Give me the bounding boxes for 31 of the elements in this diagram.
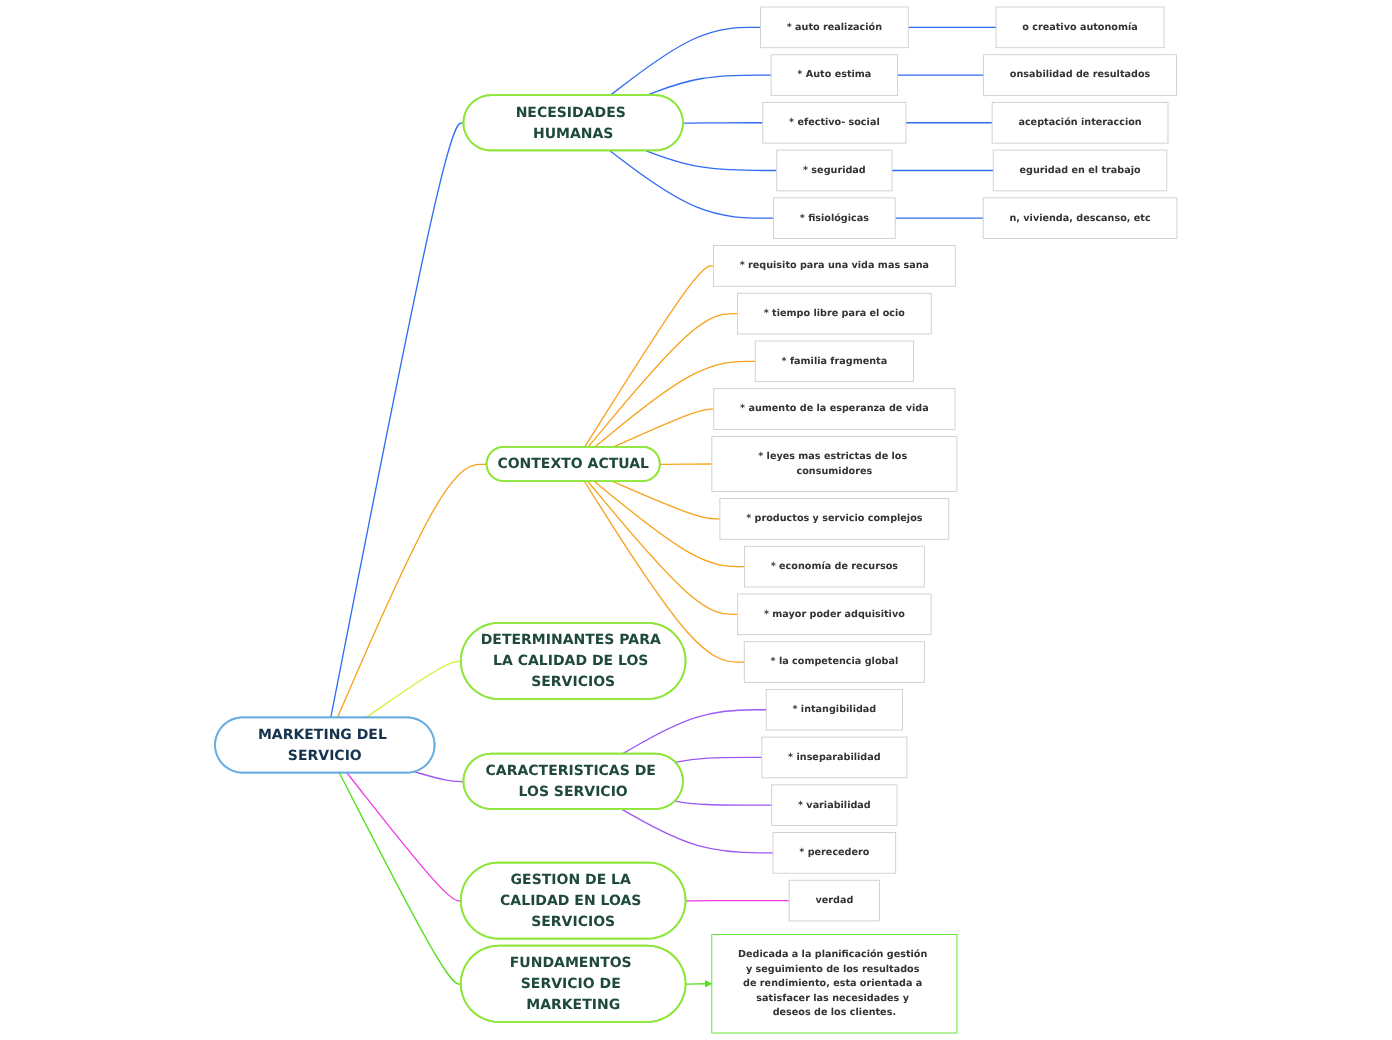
connector xyxy=(685,899,790,902)
connector xyxy=(593,360,756,448)
connector xyxy=(682,122,764,124)
connector xyxy=(346,772,462,902)
connector xyxy=(621,808,774,854)
arrow xyxy=(685,979,713,988)
connector xyxy=(593,480,746,568)
connector xyxy=(611,408,715,448)
connector xyxy=(674,800,773,806)
connector xyxy=(611,480,721,520)
connector xyxy=(609,150,775,219)
connector xyxy=(364,660,462,719)
connector xyxy=(587,480,739,615)
connector xyxy=(907,26,997,28)
connector xyxy=(894,217,984,219)
connector xyxy=(891,169,994,172)
connector xyxy=(336,463,488,719)
connector xyxy=(414,771,465,783)
connector xyxy=(330,122,465,719)
connector xyxy=(905,122,993,124)
connector xyxy=(609,26,762,97)
connector xyxy=(587,312,739,448)
connector xyxy=(338,772,462,985)
connector xyxy=(896,74,985,76)
connector xyxy=(621,709,767,755)
connector xyxy=(645,150,778,172)
connector xyxy=(583,480,745,663)
connector xyxy=(674,756,763,764)
connector xyxy=(659,463,713,466)
connector xyxy=(583,265,715,448)
connector xyxy=(645,74,772,97)
